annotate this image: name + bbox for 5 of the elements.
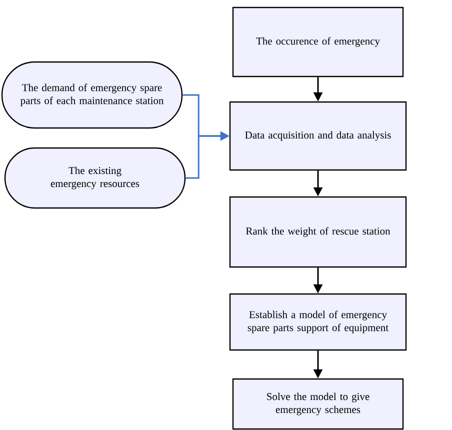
process-box: Data acquisition and data analysis [229,101,407,171]
process-box: Establish a model of emergency spare parts support of equipment [229,293,407,351]
process-box: Rank the weight of rescue station [229,196,407,268]
process-box: Solve the model to give emergency schemes [232,378,404,430]
process-box: The occurence of emergency [232,6,404,78]
